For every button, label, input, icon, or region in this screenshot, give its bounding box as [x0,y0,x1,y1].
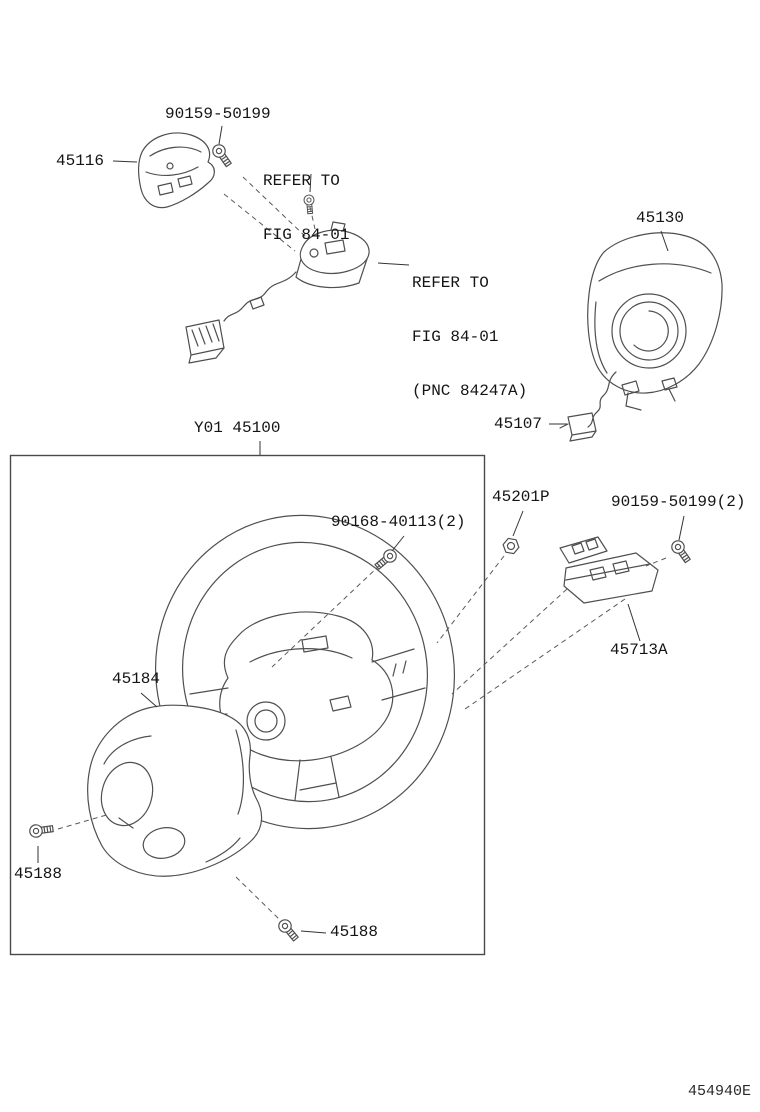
screw-top-drawing [209,141,235,170]
label-airbag-module: 45130 [636,209,685,227]
label-upper-cover: 45116 [56,152,105,170]
label-screw-right: 90159-50199(2) [611,493,746,511]
upper-cover-drawing [137,132,215,209]
label-refer-fig-mid: REFER TO FIG 84-01 (PNC 84247A) [412,238,527,436]
label-screw-top: 90159-50199 [165,105,271,123]
nut-drawing [501,537,521,555]
label-lower-cover: 45184 [112,670,161,688]
switch-module-drawing [559,536,659,604]
label-refer-fig-mid-line2: FIG 84-01 [412,328,499,346]
label-screw-center: 90168-40113(2) [331,513,466,531]
label-refer-fig-top-line1: REFER TO [263,172,340,190]
label-screw-bottom: 45188 [330,923,379,941]
spiral-cable-wire-drawing [559,371,617,442]
assembly-dashed-lines [57,176,667,920]
label-refer-fig-mid-line1: REFER TO [412,274,489,292]
wheel-assembly-frame-box [9,454,486,956]
diagram-code: 454940E [688,1083,752,1100]
lower-cover-drawing [87,704,263,877]
label-refer-fig-top: REFER TO FIG 84-01 [263,136,349,280]
leader-lines [37,125,685,934]
screw-left-drawing [28,821,55,839]
screw-bottom-drawing [275,916,302,944]
label-refer-fig-mid-line3: (PNC 84247A) [412,382,528,400]
label-nut: 45201P [492,488,550,506]
screw-right-drawing [668,537,694,566]
label-switch-module: 45713A [610,641,668,659]
label-spiral-wire: 45107 [494,415,543,433]
label-screw-left: 45188 [14,865,63,883]
switch-assembly-drawing [185,221,370,364]
airbag-module-drawing [587,232,723,411]
label-refer-fig-top-line2: FIG 84-01 [263,226,350,244]
label-wheel-assembly: Y01 45100 [194,419,281,437]
